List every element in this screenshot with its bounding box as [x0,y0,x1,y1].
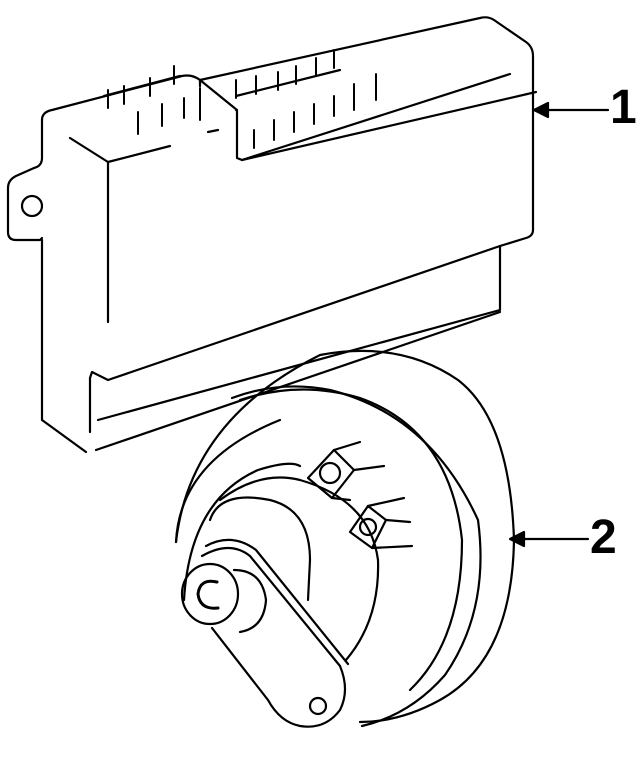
callout-2-leader [508,530,590,548]
callout-2-label: 2 [590,511,617,564]
module-part [6,16,538,454]
callout-1-leader [532,101,610,119]
horn-part [174,349,516,728]
callout-1-label: 1 [610,81,637,134]
